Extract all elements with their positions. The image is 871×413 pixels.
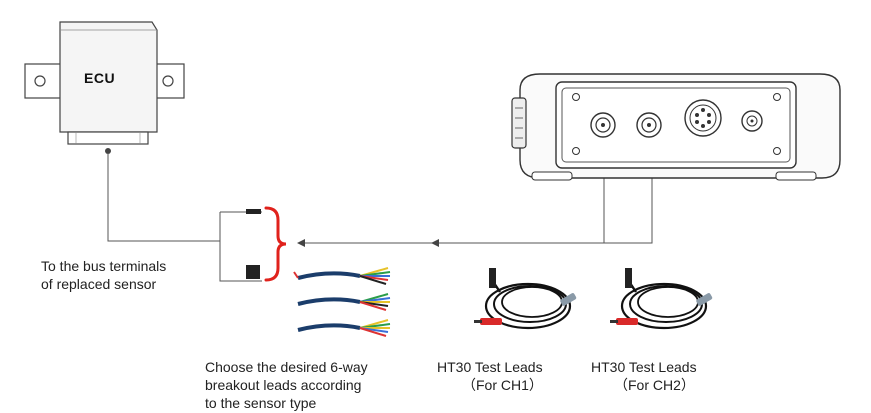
breakout-box <box>219 209 262 282</box>
ecu-connection-line <box>107 153 220 242</box>
bus-terminals-label-line2: of replaced sensor <box>41 276 157 292</box>
bus-terminals-label-line1: To the bus terminals <box>41 258 167 274</box>
test-leads-ch1-label-line1: HT30 Test Leads <box>437 359 543 375</box>
ecu-label: ECU <box>84 70 116 86</box>
test-lead-ch1 <box>474 268 577 330</box>
breakout-leads-label-line1: Choose the desired 6-way <box>205 359 368 375</box>
test-lead-ch2 <box>610 268 713 330</box>
ecu-unit <box>24 21 185 154</box>
test-leads-ch1-label-line2: （For CH1） <box>462 377 543 393</box>
test-leads-ch2-label-line2: （For CH2） <box>614 377 695 393</box>
breakout-leads-label-line2: breakout leads according <box>205 377 362 393</box>
red-bracket <box>264 206 287 282</box>
breakout-leads <box>293 267 391 337</box>
scope-device <box>511 73 841 181</box>
test-leads-ch2-label-line1: HT30 Test Leads <box>591 359 697 375</box>
breakout-leads-label-line3: to the sensor type <box>205 395 317 411</box>
